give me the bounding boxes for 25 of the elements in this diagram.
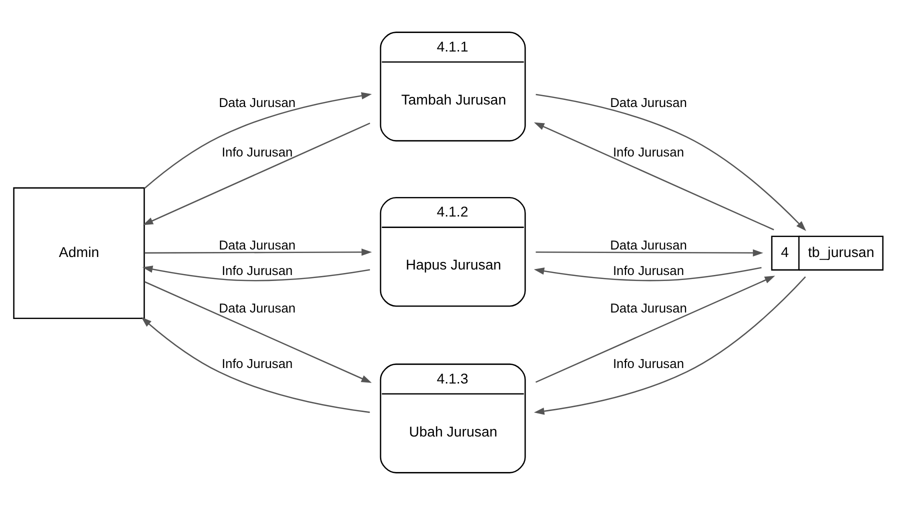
arrow (142, 266, 370, 282)
arrow (536, 94, 806, 232)
arrow (534, 267, 762, 282)
edge-label: Info Jurusan (222, 356, 293, 372)
edge-label: Info Jurusan (222, 144, 293, 160)
arrow (141, 317, 370, 413)
arrow (144, 92, 372, 189)
edge-label: Data Jurusan (218, 95, 296, 110)
edge-label: Info Jurusan (222, 263, 293, 278)
edge-label: Data Jurusan (610, 300, 687, 316)
arrow (536, 249, 764, 256)
arrow (536, 276, 776, 383)
edge-label: Data Jurusan (610, 95, 687, 110)
node-box: Admin (13, 187, 145, 319)
arrow (142, 122, 370, 226)
arrow (144, 281, 372, 383)
arrow (144, 248, 372, 256)
arrow (534, 276, 806, 415)
arrow (534, 122, 774, 230)
edge-label: Data Jurusan (218, 300, 296, 316)
edge-label: Info Jurusan (612, 263, 684, 278)
edge-label: Data Jurusan (218, 237, 296, 252)
edge-label: Info Jurusan (612, 356, 684, 372)
edge-label: Data Jurusan (610, 237, 687, 252)
edge-label: Info Jurusan (612, 144, 684, 160)
